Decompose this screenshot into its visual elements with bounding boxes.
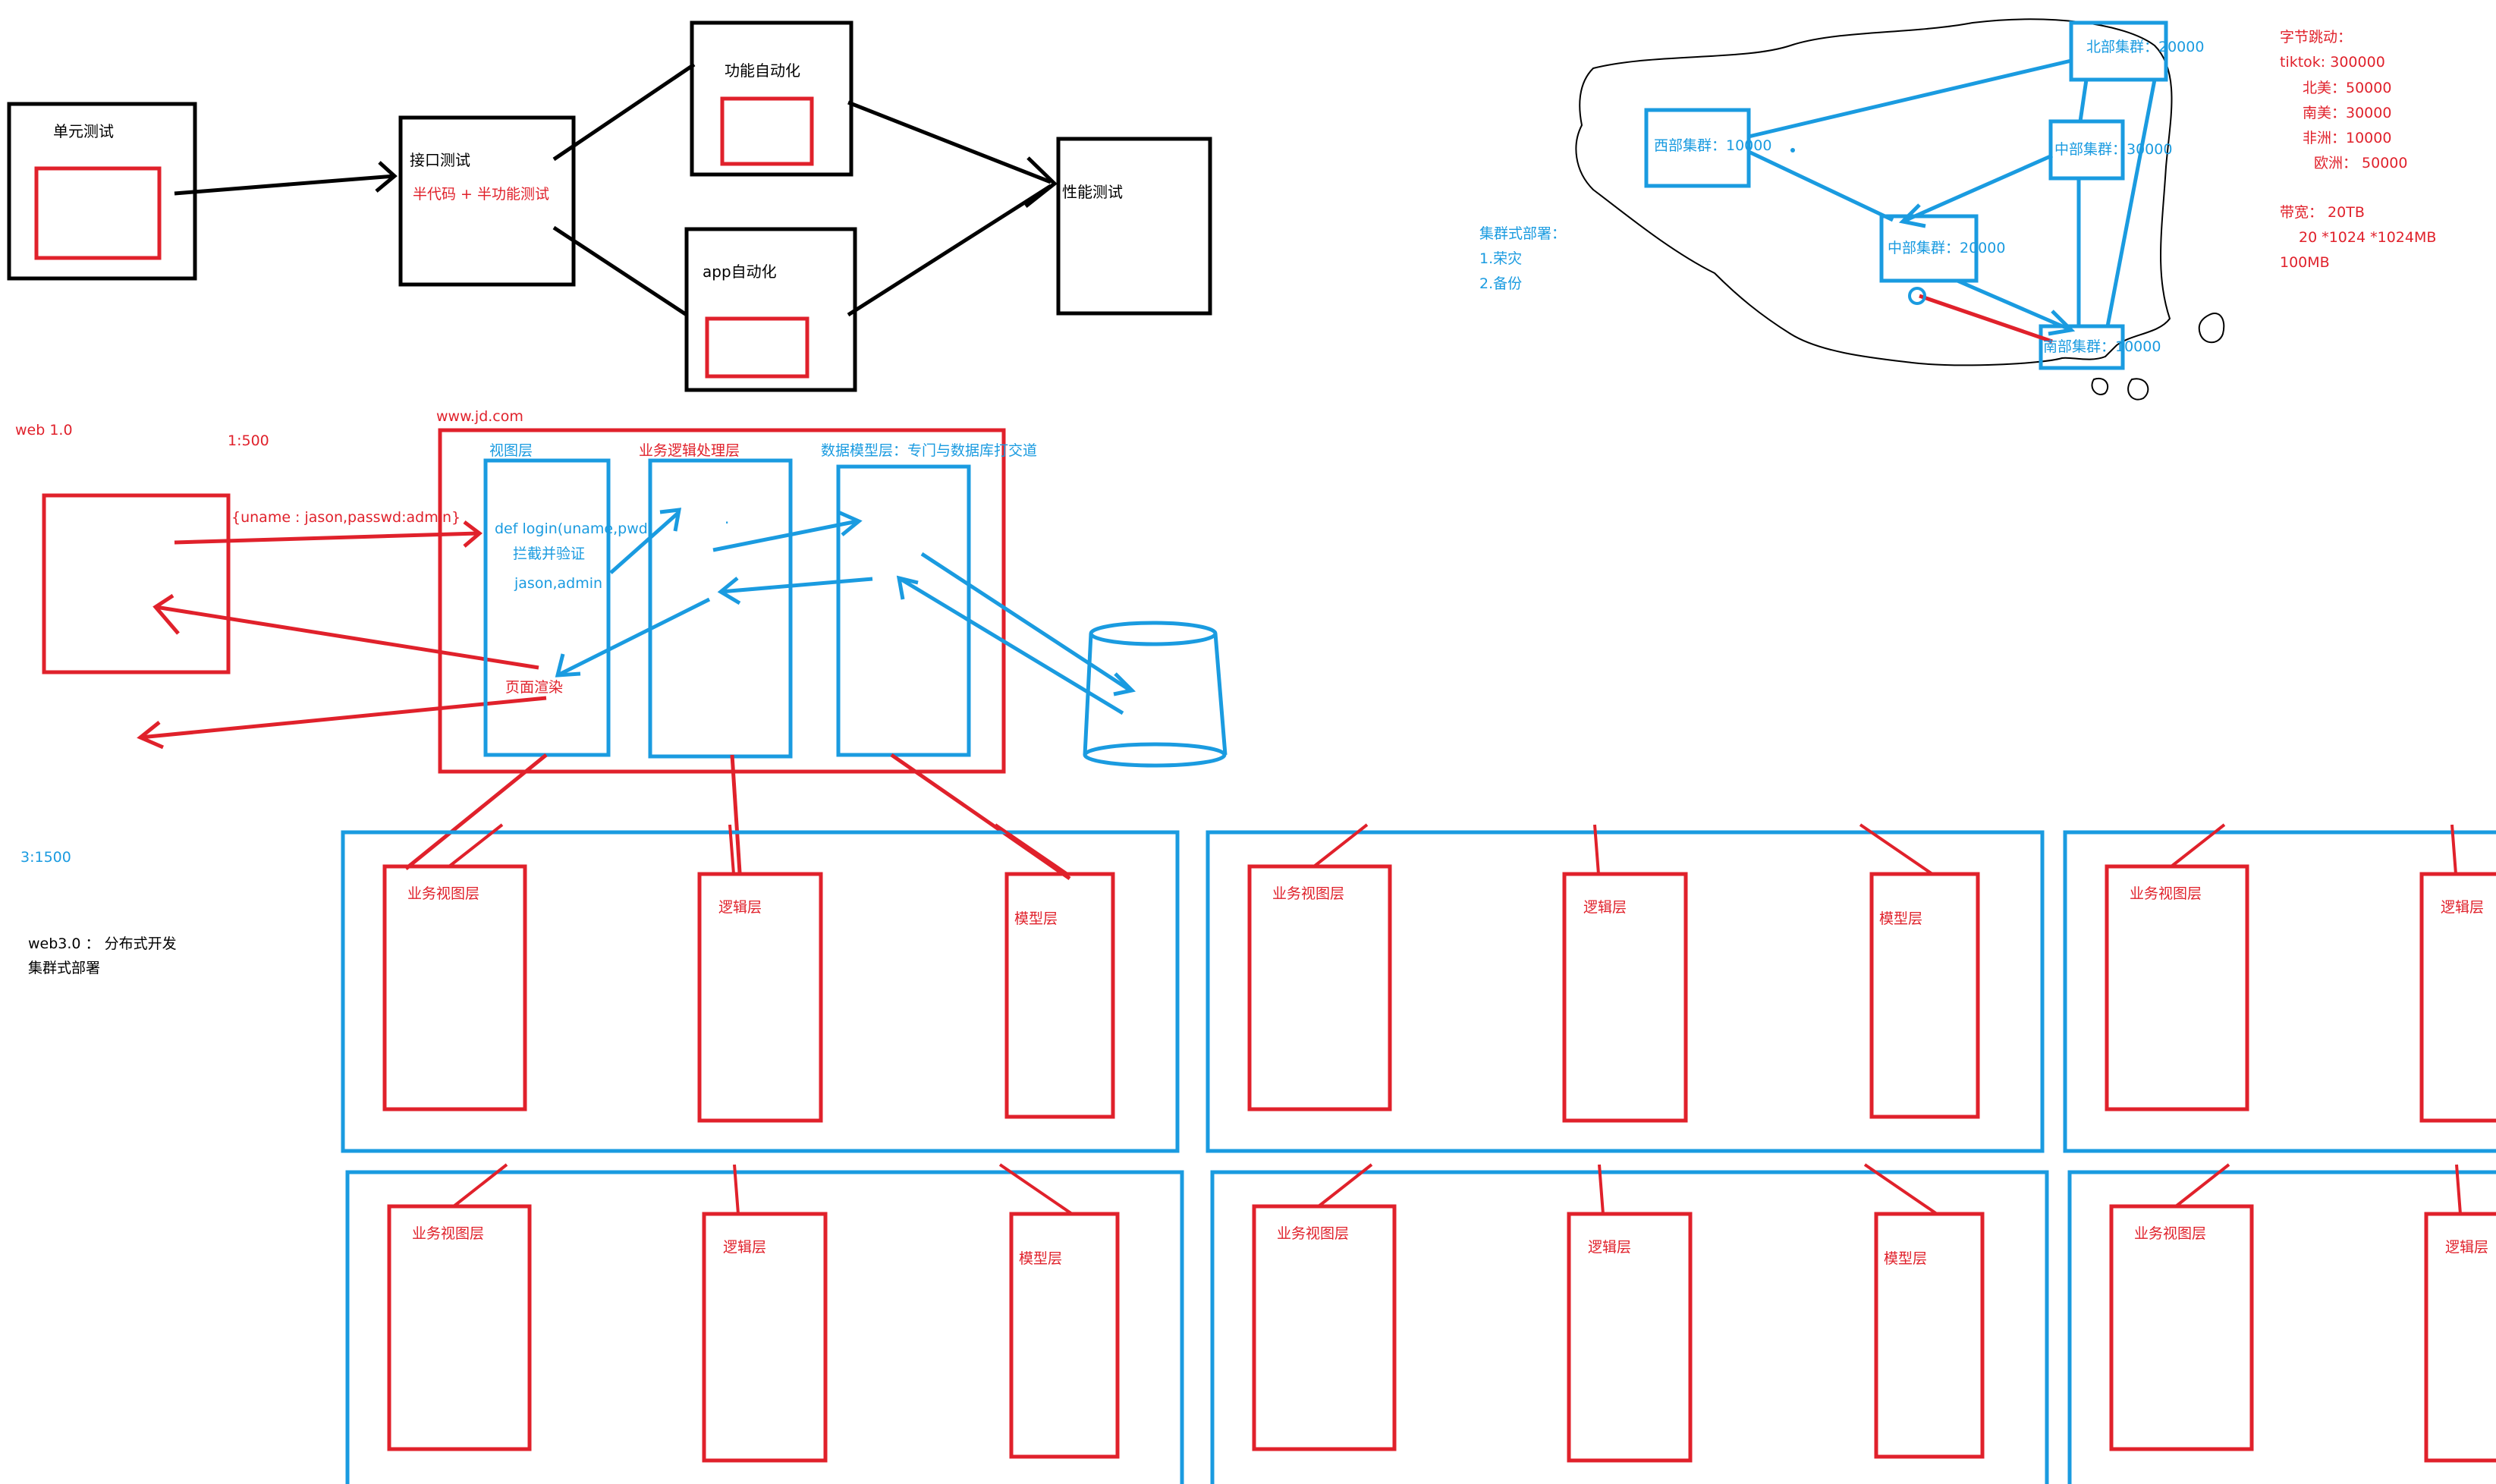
perf-test-box [1056,137,1212,316]
code-line-2: 拦截并验证 [513,545,585,562]
deploy-item-1: 1.荣灾 [1479,250,1522,267]
bandwidth-line-3: 100MB [2280,254,2330,271]
cluster-view-label: 业务视图层 [1277,1225,1349,1242]
cluster-block-row2-col3: 业务视图层 逻辑层 [2070,1165,2496,1484]
cluster-view-label: 业务视图层 [412,1225,484,1242]
north-cluster-box [2069,20,2168,82]
func-auto-label: 功能自动化 [725,61,800,80]
map-dot-icon [1790,148,1795,152]
north-cluster-label: 北部集群：20000 [2086,39,2204,55]
cluster-block-row2-col2: 业务视图层 逻辑层 模型层 [1212,1165,2047,1484]
app-auto-box [684,227,857,392]
server-box [438,428,1006,774]
cluster-block-row2-col1: 业务视图层 逻辑层 模型层 [347,1165,1182,1484]
view-layer-label: 视图层 [489,442,533,459]
africa-line: 非洲：10000 [2303,130,2391,146]
cluster-view-label: 业务视图层 [2134,1225,2206,1242]
deploy-item-2: 2.备份 [1479,275,1522,292]
map-point-icon [1908,287,1926,305]
cluster-view-label: 业务视图层 [407,885,479,902]
render-label: 页面渲染 [505,679,563,696]
bytedance-notes: 字节跳动： tiktok: 300000 北美：50000 南美：30000 非… [2280,29,2436,271]
logic-dot: . [725,509,729,527]
na-line: 北美：50000 [2303,80,2391,96]
web1-ratio: 1:500 [228,432,269,449]
domain-label: www.jd.com [436,408,523,425]
unit-test-inner [34,166,162,260]
west-cluster-label: 西部集群：10000 [1654,137,1771,154]
test-flow [7,20,1212,392]
cluster-model-label: 模型层 [1884,1250,1927,1267]
client-box [42,493,231,674]
logic-layer-box [648,458,793,759]
tiktok-line: tiktok: 300000 [2280,54,2385,71]
database-icon [1083,621,1228,768]
web3-ratio: 3:1500 [20,849,71,866]
cluster-logic-label: 逻辑层 [2441,899,2484,916]
func-auto-inner [720,96,814,166]
bandwidth-line-1: 带宽： 20TB [2280,204,2365,221]
web1-label: web 1.0 [15,422,73,439]
cluster-view-label: 业务视图层 [1272,885,1344,902]
cluster-model-label: 模型层 [1019,1250,1062,1267]
europe-line: 欧洲： 50000 [2314,155,2407,171]
model-layer-label: 数据模型层：专门与数据库打交道 [821,442,1037,459]
code-line-3: jason,admin [514,575,602,592]
cluster-logic-label: 逻辑层 [1583,899,1627,916]
perf-test-label: 性能测试 [1062,183,1123,201]
unit-test-label: 单元测试 [53,122,114,140]
model-layer-box [836,464,971,757]
cluster-block-row1-col3: 业务视图层 逻辑层 [2065,825,2496,1151]
cluster-logic-label: 逻辑层 [718,899,762,916]
west-cluster-box [1644,108,1751,188]
central-cluster-1-label: 中部集群：30000 [2054,141,2172,158]
map-outline [1575,18,2225,401]
central-cluster-2-label: 中部集群：20000 [1888,240,2005,256]
cluster-logic-label: 逻辑层 [723,1239,766,1256]
central-cluster-1-box [2048,119,2125,181]
bytedance-title: 字节跳动： [2280,29,2352,46]
logic-layer-label: 业务逻辑处理层 [639,442,740,459]
func-auto-box [690,20,853,177]
api-test-label: 接口测试 [410,151,470,169]
cluster-model-label: 模型层 [1879,910,1922,927]
south-cluster-box [2039,324,2125,370]
sa-line: 南美：30000 [2303,105,2391,121]
map-clusters [1644,20,2168,370]
request-text: {uname : jason,passwd:admin} [231,509,461,526]
app-auto-label: app自动化 [703,263,777,281]
code-line-1: def login(uname,pwd) [495,520,653,537]
cluster-block-row1-col2: 业务视图层 逻辑层 模型层 [1208,825,2042,1151]
app-auto-inner [705,316,809,379]
api-test-note: 半代码 + 半功能测试 [413,186,549,203]
deploy-title: 集群式部署： [1479,225,1566,242]
cluster-logic-label: 逻辑层 [1588,1239,1631,1256]
cluster-view-label: 业务视图层 [2130,885,2202,902]
cluster-block-row1-col1: 业务视图层 逻辑层 模型层 [343,825,1177,1151]
view-layer-box [483,458,611,757]
south-cluster-label: 南部集群：10000 [2043,338,2161,355]
web3-line-2: 集群式部署 [28,960,100,976]
cluster-logic-label: 逻辑层 [2445,1239,2488,1256]
central-cluster-2-box [1879,214,1979,283]
api-test-box [398,115,576,287]
bandwidth-line-2: 20 *1024 *1024MB [2299,229,2436,246]
cluster-model-label: 模型层 [1014,910,1058,927]
web3-line-1: web3.0 ： 分布式开发 [28,935,177,952]
